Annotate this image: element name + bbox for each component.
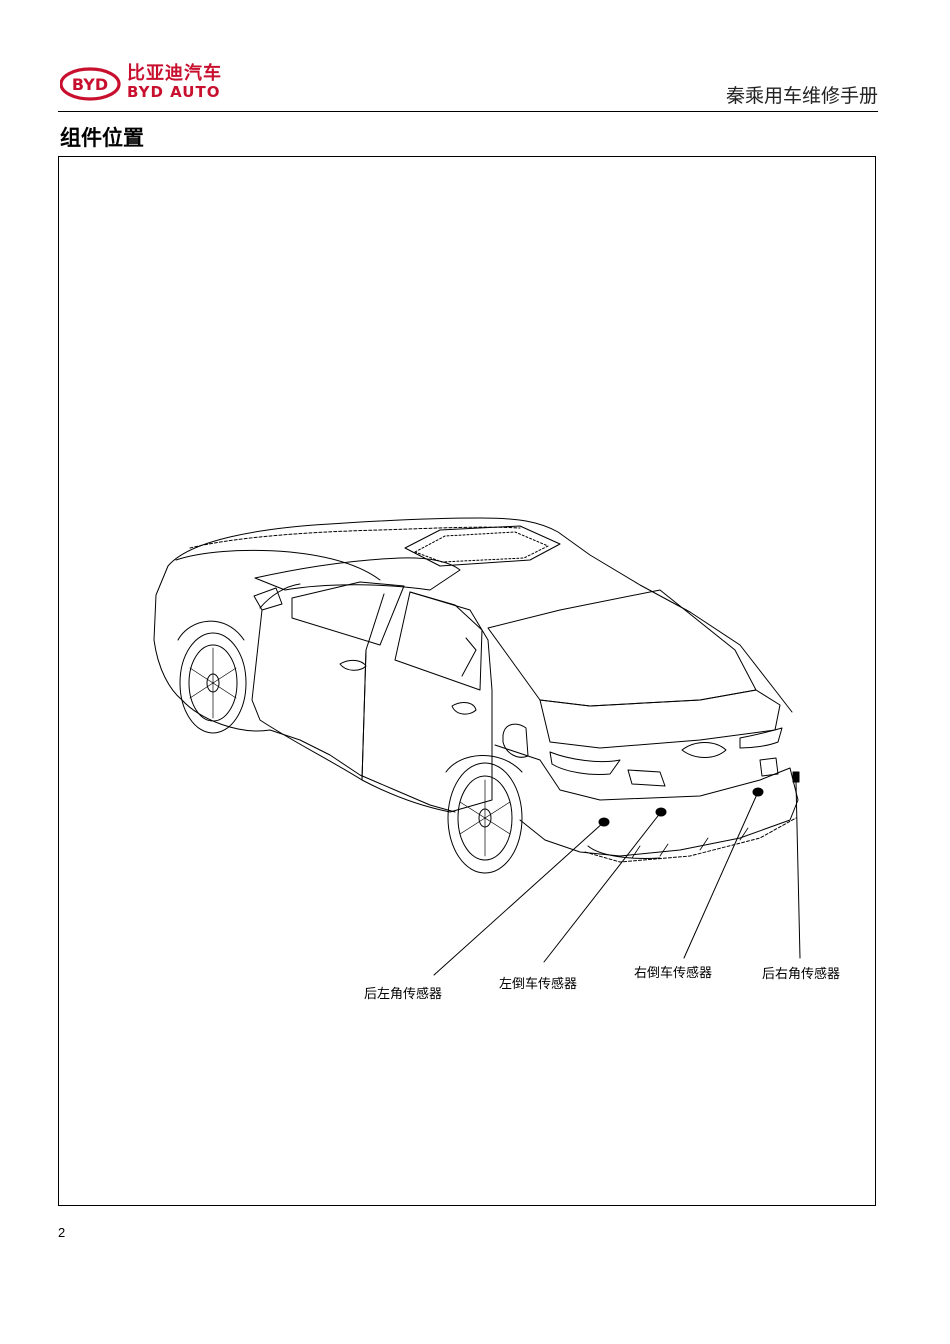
- roof-outline: [167, 517, 793, 713]
- section-title: 组件位置: [60, 126, 144, 150]
- front-door-handle: [339, 659, 367, 671]
- manual-title: 秦乘用车维修手册: [725, 85, 878, 107]
- tail-light-right: [739, 727, 783, 749]
- rear-wheel: [447, 762, 523, 874]
- svg-text:BYD: BYD: [72, 75, 108, 94]
- sunroof: [404, 525, 561, 567]
- brand-name-cn: 比亚迪汽车: [127, 63, 222, 84]
- rear-emblem: [681, 742, 727, 758]
- tail-light-left: [549, 751, 621, 775]
- header-divider: [58, 111, 878, 112]
- callout-left-reverse-sensor: 左倒车传感器: [499, 977, 578, 992]
- body-side-front: [153, 565, 183, 701]
- windshield: [254, 557, 461, 591]
- rear-door-handle: [451, 702, 477, 715]
- hood-line: [175, 549, 381, 581]
- rear-right-corner-sensor: [792, 771, 800, 783]
- leader-rear-right-corner: [795, 781, 801, 959]
- callout-rear-left-corner-sensor: 后左角传感器: [364, 987, 443, 1002]
- leader-rear-left-corner: [433, 821, 605, 976]
- leader-right-reverse: [683, 791, 759, 959]
- page-number: 2: [58, 1225, 66, 1240]
- brand-name-en: BYD AUTO: [127, 83, 221, 101]
- trunk-lid: [539, 689, 781, 749]
- callout-right-reverse-sensor: 右倒车传感器: [634, 966, 713, 981]
- rear-window: [487, 589, 757, 707]
- fuel-door: [502, 723, 529, 758]
- rear-door: [361, 591, 493, 813]
- side-mirror: [253, 587, 283, 611]
- byd-logo: BYD: [60, 67, 121, 101]
- front-side-window: [291, 581, 405, 646]
- callout-rear-right-corner-sensor: 后右角传感器: [762, 967, 841, 982]
- diffuser: [584, 817, 797, 863]
- figure-frame: [58, 156, 876, 1206]
- front-door: [251, 593, 385, 781]
- page-header: BYD 比亚迪汽车 BYD AUTO 秦乘用车维修手册: [0, 0, 950, 112]
- front-wheel: [179, 632, 247, 734]
- license-area: [759, 757, 779, 777]
- leader-left-reverse: [543, 811, 662, 963]
- rear-bumper: [494, 744, 799, 857]
